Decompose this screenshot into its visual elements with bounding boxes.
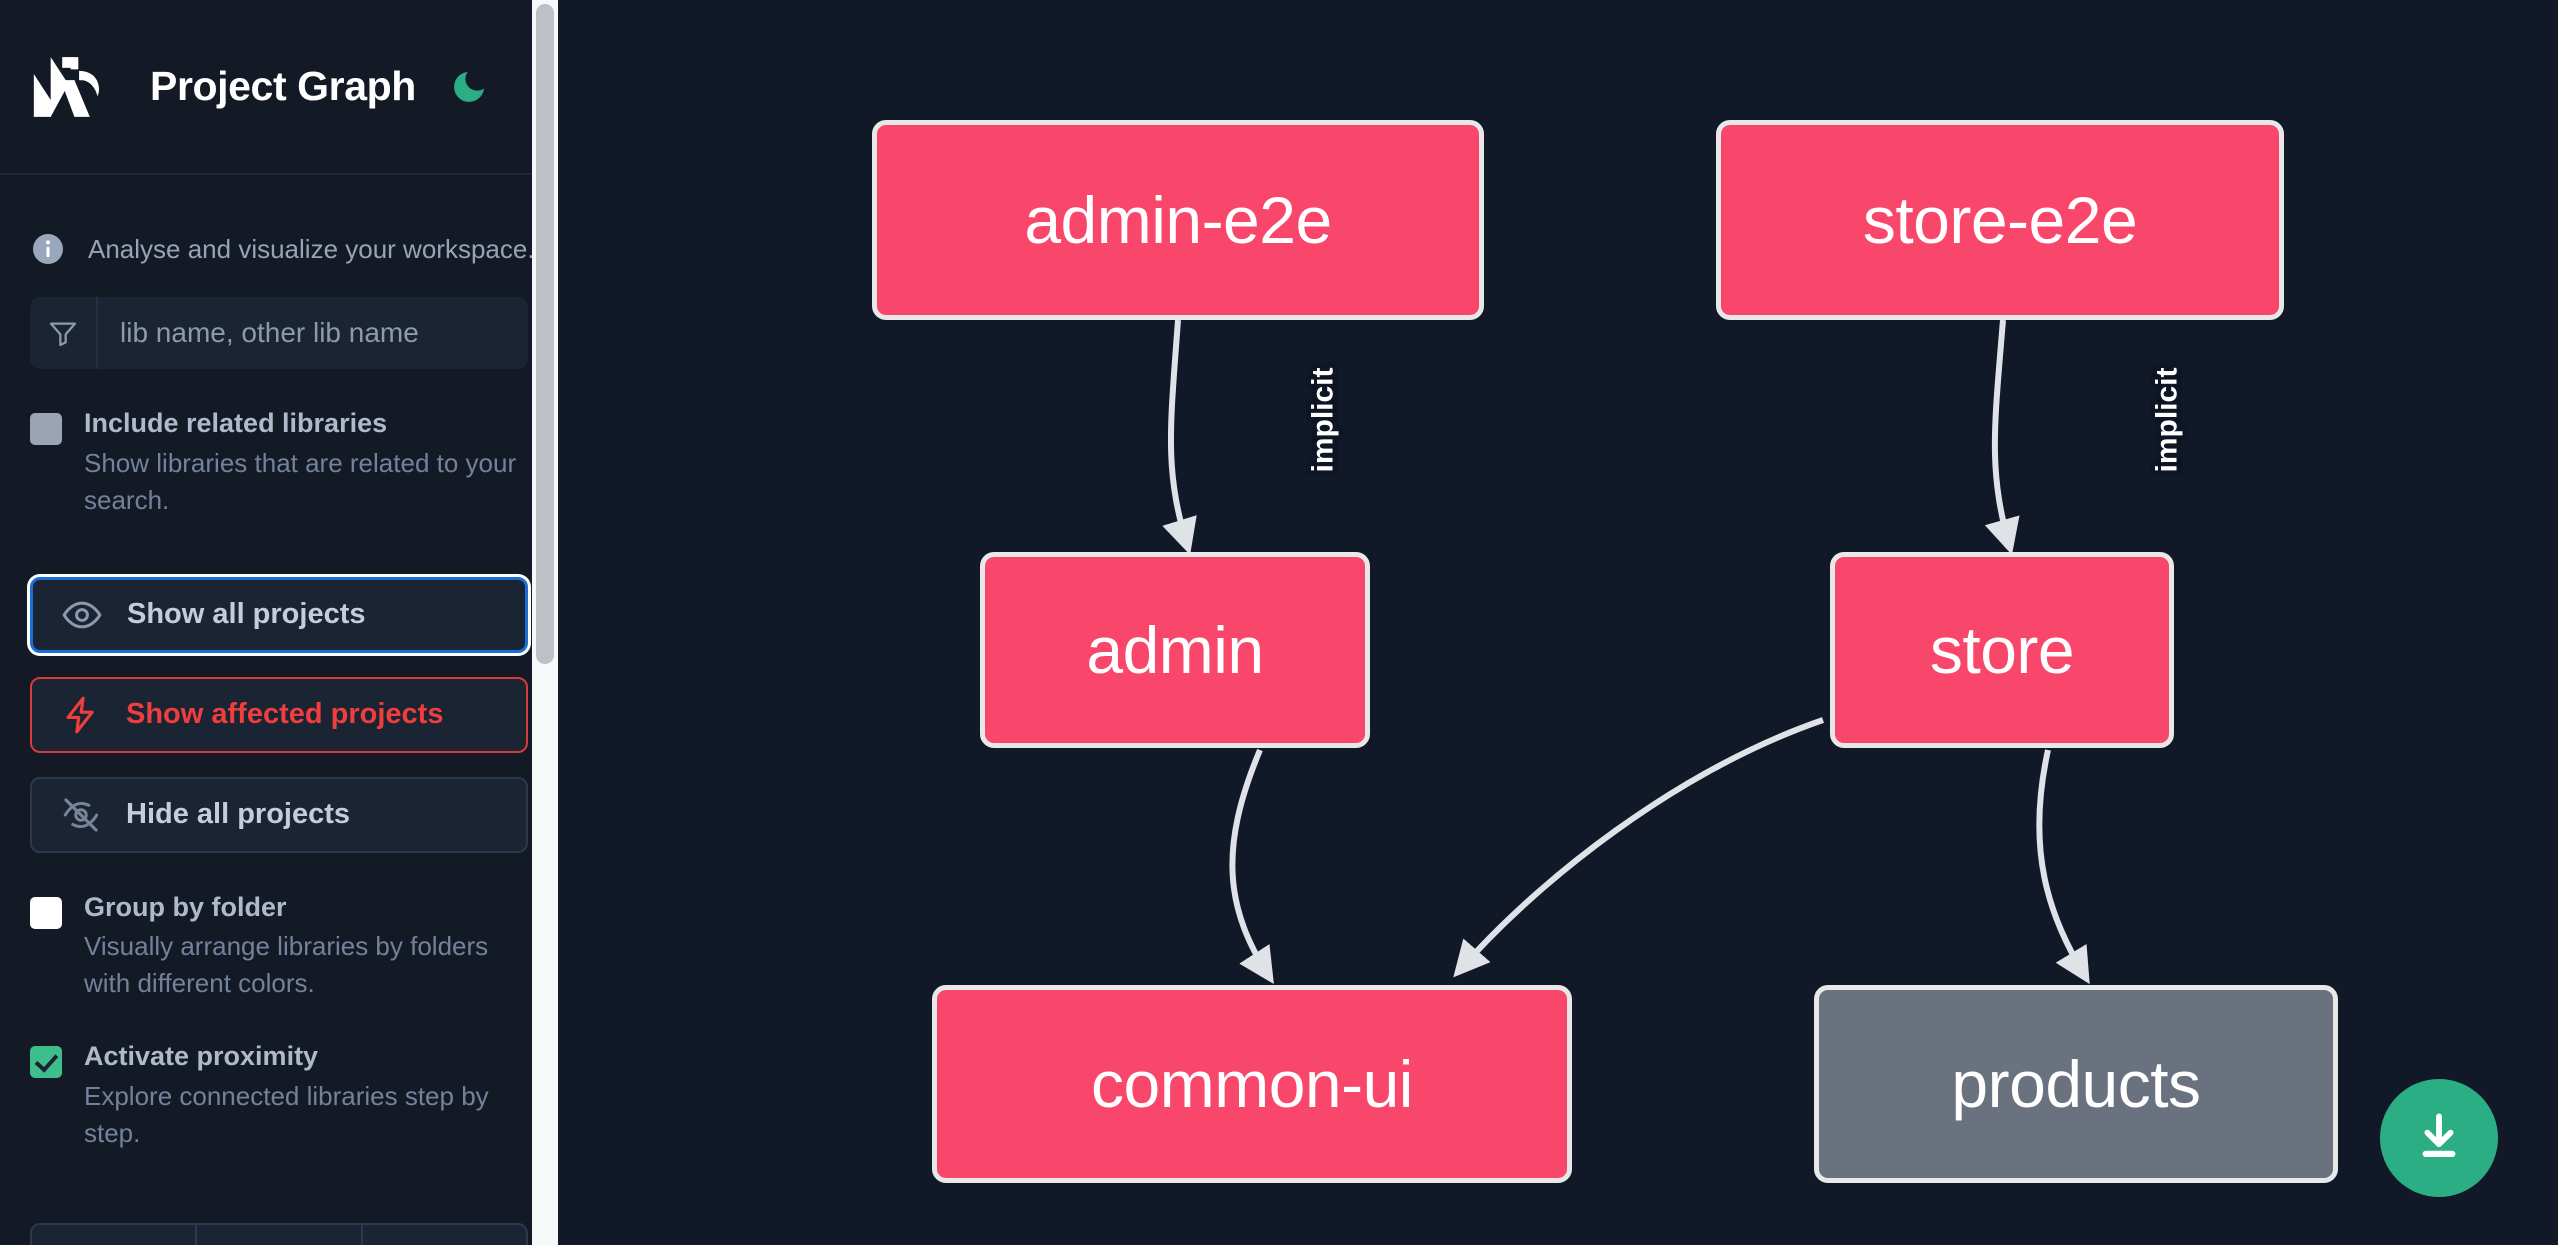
checkbox-include-related-libraries[interactable] — [30, 413, 62, 445]
option-description: Show libraries that are related to your … — [84, 447, 517, 515]
sidebar-body: Analyse and visualize your workspace. In… — [0, 175, 558, 1152]
option-include-related-libraries[interactable]: Include related libraries Show libraries… — [30, 407, 528, 519]
checkbox-group-by-folder[interactable] — [30, 896, 62, 929]
graph-node-admin[interactable]: admin — [980, 552, 1370, 748]
filter-icon — [30, 297, 98, 369]
edge-store-e2e-to-store — [1984, 319, 2020, 555]
graph-node-store-e2e[interactable]: store-e2e — [1716, 120, 2284, 320]
edge-label-store-e2e-implicit: implicit — [2150, 367, 2184, 473]
edge-admin-to-common-ui — [1229, 748, 1274, 985]
eye-icon — [61, 594, 103, 636]
hide-all-projects-button[interactable]: Hide all projects — [30, 776, 528, 853]
show-all-projects-button[interactable]: Show all projects — [30, 576, 528, 653]
button-label: Show affected projects — [126, 698, 444, 731]
eye-off-icon — [60, 794, 102, 836]
node-label: admin-e2e — [1024, 183, 1332, 257]
visibility-button-group: Show all projects Show affected projects — [30, 576, 528, 853]
graph-node-common-ui[interactable]: common-ui — [932, 985, 1572, 1183]
edge-admin-e2e-to-admin — [1162, 319, 1197, 555]
edge-store-to-products — [2036, 749, 2090, 985]
node-label: products — [1951, 1047, 2201, 1121]
sidebar-scrollbar[interactable] — [532, 0, 558, 1245]
button-label: Show all projects — [127, 598, 366, 631]
page-title: Project Graph — [150, 63, 416, 109]
segment-option-1[interactable] — [32, 1225, 198, 1245]
info-banner: Analyse and visualize your workspace. — [30, 175, 535, 283]
node-label: common-ui — [1091, 1047, 1413, 1121]
info-text: Analyse and visualize your workspace. — [88, 233, 535, 264]
info-icon — [30, 231, 66, 267]
node-label: store-e2e — [1862, 183, 2138, 257]
graph-edges — [1162, 319, 2090, 985]
graph-node-products[interactable]: products — [1814, 985, 2338, 1183]
sidebar: Project Graph Analyse and visualize your… — [0, 0, 558, 1245]
option-label: Include related libraries — [84, 408, 388, 438]
segmented-control[interactable] — [30, 1223, 528, 1245]
scrollbar-thumb[interactable] — [536, 4, 554, 664]
lightning-bolt-icon — [60, 694, 102, 736]
checkbox-activate-proximity[interactable] — [30, 1046, 62, 1079]
option-label: Activate proximity — [84, 1041, 319, 1072]
option-description: Visually arrange libraries by folders wi… — [84, 931, 489, 999]
option-group-by-folder[interactable]: Group by folder Visually arrange librari… — [30, 891, 528, 1003]
download-icon — [2410, 1108, 2468, 1169]
button-label: Hide all projects — [126, 798, 351, 831]
option-description: Explore connected libraries step by step… — [84, 1080, 489, 1148]
graph-node-admin-e2e[interactable]: admin-e2e — [872, 120, 1484, 320]
graph-canvas[interactable]: implicit implicit admin-e2e store-e2e ad… — [558, 0, 2558, 1245]
segment-option-3[interactable] — [363, 1225, 526, 1245]
moon-icon[interactable] — [446, 64, 492, 110]
node-label: admin — [1086, 613, 1264, 687]
download-graph-button[interactable] — [2380, 1079, 2498, 1197]
edge-store-to-common-ui — [1453, 717, 1824, 978]
search-bar[interactable] — [30, 297, 528, 369]
option-activate-proximity[interactable]: Activate proximity Explore connected lib… — [30, 1040, 528, 1152]
sidebar-header: Project Graph — [0, 0, 558, 175]
option-label: Group by folder — [84, 891, 287, 922]
show-affected-projects-button[interactable]: Show affected projects — [30, 676, 528, 753]
nx-logo-icon — [30, 41, 122, 133]
segment-option-2[interactable] — [197, 1225, 363, 1245]
node-label: store — [1929, 613, 2075, 687]
edge-label-admin-e2e-implicit: implicit — [1306, 367, 1340, 473]
search-input[interactable] — [98, 297, 528, 369]
graph-node-store[interactable]: store — [1830, 552, 2174, 748]
